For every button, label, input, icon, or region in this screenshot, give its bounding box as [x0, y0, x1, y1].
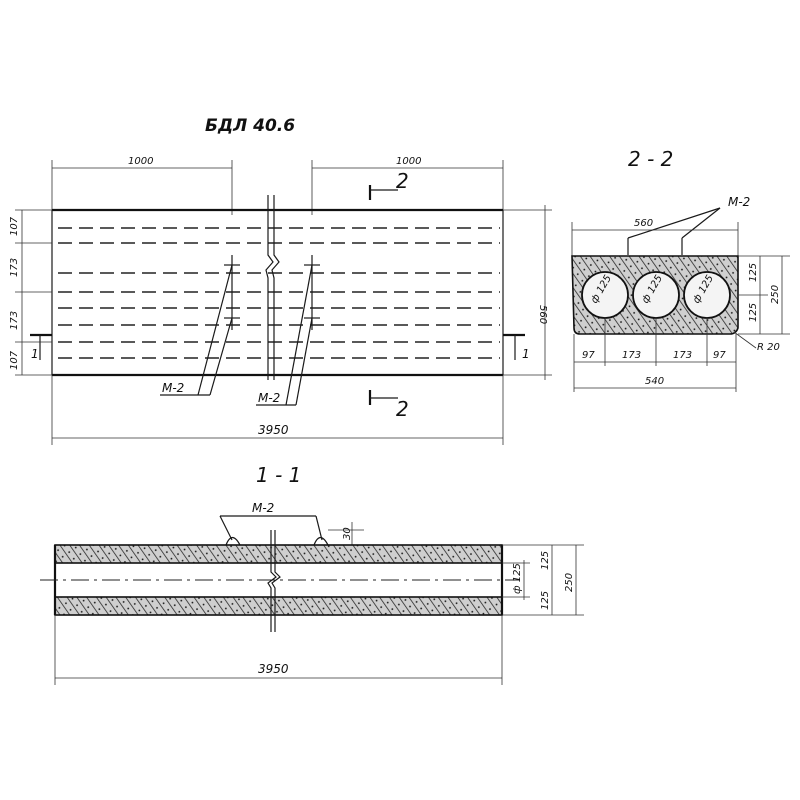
section-1-1-title: 1 - 1	[256, 463, 301, 487]
plan-dim-total-length: 3950	[258, 423, 289, 437]
section-1-1-insert-label: М-2	[252, 501, 274, 515]
plan-insert-label-1: М-2	[162, 381, 184, 395]
section-2-2-dim-height-lower: 125	[748, 303, 759, 322]
section-1-1-dim-insert-height: 30	[342, 527, 353, 540]
plan-dim-left-mark: 1000	[128, 156, 153, 167]
section-1-1-lower-band	[54, 596, 503, 616]
drawing-title: БДЛ 40.6	[205, 116, 295, 136]
section-1-1-dim-height-lower: 125	[540, 591, 551, 610]
section-2-2-dim-part-3: 173	[673, 350, 692, 361]
section-2-2-dim-part-2: 173	[622, 350, 641, 361]
section-2-2-dim-bottom-width: 540	[645, 376, 664, 387]
plan-void-lines	[58, 227, 500, 359]
plan-section-mark-bottom: 2	[396, 397, 409, 421]
section-2-2: 2 - 2 М-2 560 ф 125 ф 125 ф 125 125 125 …	[571, 147, 790, 392]
section-2-2-dim-height-total: 250	[770, 285, 781, 304]
section-2-2-dim-part-4: 97	[713, 350, 726, 361]
section-2-2-dim-radius: R 20	[757, 342, 780, 353]
plan-dim-row-4: 107	[9, 350, 20, 370]
plan-section-mark-1	[30, 333, 525, 360]
plan-dim-row-3: 173	[9, 311, 20, 330]
plan-section-mark-2	[368, 185, 398, 405]
section-2-2-dim-part-1: 97	[582, 350, 595, 361]
section-1-1-dim-void: ф 125	[512, 563, 523, 594]
plan-dim-width: 560	[537, 305, 548, 324]
section-1-1-upper-band	[54, 544, 503, 564]
plan-section-mark-left: 1	[31, 347, 39, 361]
section-1-1-dim-height-upper: 125	[540, 551, 551, 570]
section-1-1-dim-length: 3950	[258, 662, 289, 676]
section-2-2-insert-label: М-2	[728, 195, 750, 209]
section-2-2-dim-top-width: 560	[634, 218, 653, 229]
section-1-1: 1 - 1 М-2 30 ф 125 125 125 250	[40, 463, 584, 685]
plan-dim-right-mark: 1000	[396, 156, 421, 167]
plan-view: 1000 1000	[9, 156, 552, 445]
plan-break-line	[265, 195, 280, 380]
plan-insert-markers	[160, 255, 320, 406]
plan-insert-label-2: М-2	[258, 391, 280, 405]
section-1-1-dim-height-total: 250	[564, 573, 575, 592]
plan-section-mark-right: 1	[522, 347, 530, 361]
plan-section-mark-top: 2	[396, 169, 409, 193]
plan-left-dimensions	[15, 209, 52, 376]
section-2-2-dim-height-upper: 125	[748, 263, 759, 282]
section-2-2-title: 2 - 2	[628, 147, 673, 171]
plan-dim-row-1: 107	[9, 216, 20, 236]
plan-dim-row-2: 173	[9, 258, 20, 277]
